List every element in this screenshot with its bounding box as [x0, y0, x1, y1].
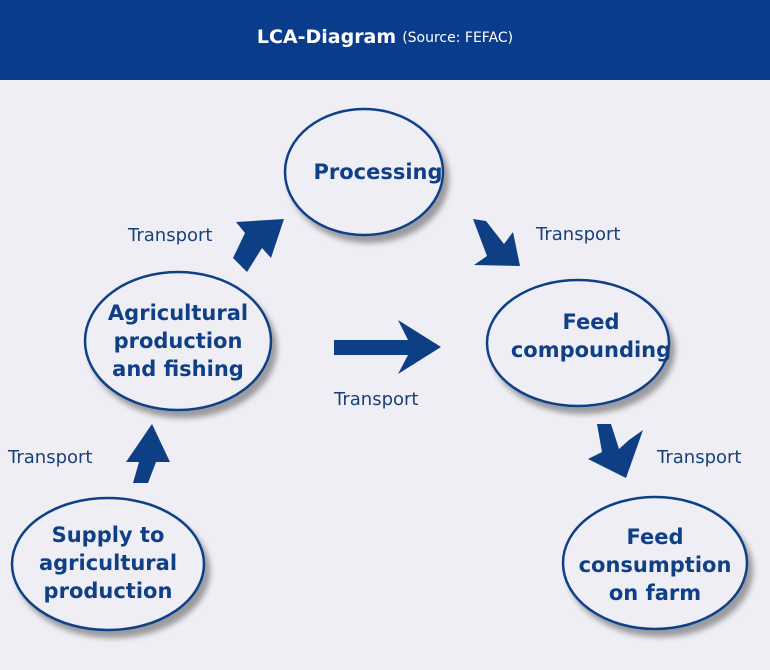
- node-feed-consumption: [561, 495, 749, 631]
- arrow-compounding-to-consumption: [588, 424, 643, 478]
- header-bar: LCA-Diagram (Source: FEFAC): [0, 0, 770, 80]
- node-agricultural: [83, 270, 273, 412]
- edge-label-processing-compounding: Transport: [536, 224, 621, 245]
- edge-label-agricultural-compounding: Transport: [334, 389, 419, 410]
- source-note: (Source: FEFAC): [402, 30, 514, 46]
- arrow-agricultural-to-processing: [233, 219, 284, 272]
- edge-label-agricultural-processing: Transport: [128, 225, 213, 246]
- arrow-agricultural-to-compounding: [334, 320, 441, 374]
- arrow-processing-to-compounding: [473, 219, 520, 266]
- node-supply: [10, 496, 206, 632]
- node-processing: [283, 107, 445, 237]
- arrow-supply-to-agricultural: [126, 424, 170, 483]
- edge-label-compounding-consumption: Transport: [657, 447, 742, 468]
- page-title: LCA-Diagram: [256, 26, 397, 48]
- node-feed-compounding: [485, 278, 671, 408]
- edge-label-supply-agricultural: Transport: [8, 447, 93, 468]
